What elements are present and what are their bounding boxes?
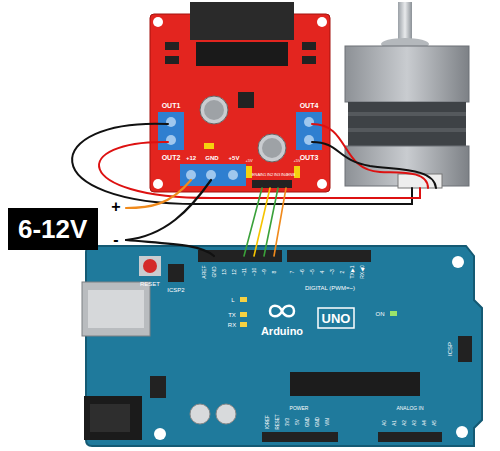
pin-label: TX▶1 [350,265,355,278]
pin-label: ~10 [252,268,257,276]
pin-label: 2 [340,271,345,274]
header-label: ICSP [447,342,453,356]
pin-label: A1 [393,420,398,426]
pin-label: ~11 [242,268,247,276]
terminal-label: OUT2 [162,154,181,161]
stepper-motor [345,2,469,188]
led-label: TX [228,312,236,318]
pin-label: 7 [290,271,295,274]
supply-voltage-label: 6-12V [18,216,88,242]
polarity-sign: + [111,199,120,215]
pin-label: ~3 [330,269,335,275]
header-label: DIGITAL (PWM=~) [305,285,355,291]
pin-label: IN3 [274,173,280,177]
header-label: ICSP2 [167,287,184,293]
led-label: RX [228,322,236,328]
pin-label: ENB [287,173,295,177]
button-label: RESET [140,281,160,287]
pin-label: RX◀0 [360,265,365,279]
pin-label: ~9 [262,269,267,275]
pin-label: GND [212,266,217,277]
pin-label: 5V [296,419,301,425]
pin-label: A3 [413,420,418,426]
pin-label: IN2 [267,173,273,177]
pin-label: 13 [222,269,227,275]
pin-label: A4 [423,420,428,426]
pin-label: +5V [245,159,252,163]
terminal-label: GND [205,155,218,161]
pin-label: 4 [320,271,325,274]
terminal-label: OUT1 [162,102,181,109]
pin-label: 12 [232,269,237,275]
polarity-sign: - [113,232,118,248]
pin-label: AREF [202,265,207,278]
header-label: ANALOG IN [396,406,423,411]
pin-label: 3V3 [286,418,291,426]
terminal-label: OUT4 [300,102,319,109]
pin-label: A5 [433,420,438,426]
pin-label: 8 [272,271,277,274]
led-label: ON [376,311,385,317]
brand-name: Arduino [261,326,303,337]
pin-label: RESET [276,414,281,429]
pin-label: IOREF [266,415,271,429]
pin-label: +5V [293,159,300,163]
terminal-label: OUT3 [300,154,319,161]
pin-label: A0 [383,420,388,426]
pin-label: A2 [403,420,408,426]
terminal-label: +5V [229,155,240,161]
l298n-driver-board [150,2,330,192]
pin-label: IN1 [260,173,266,177]
model-name: UNO [322,312,351,325]
pin-label: IN4 [281,173,287,177]
header-label: POWER [290,406,309,411]
pin-label: ENA [252,173,260,177]
wires [72,124,436,256]
led-label: L [231,297,234,303]
terminal-label: +12 [186,155,196,161]
pin-label: VIN [326,418,331,426]
arduino-board [82,246,482,446]
power-supply-box: 6-12V [8,208,98,250]
pin-label: ~5 [310,269,315,275]
pin-label: ~6 [300,269,305,275]
pin-label: GND [316,417,321,427]
pin-label: GND [306,417,311,427]
